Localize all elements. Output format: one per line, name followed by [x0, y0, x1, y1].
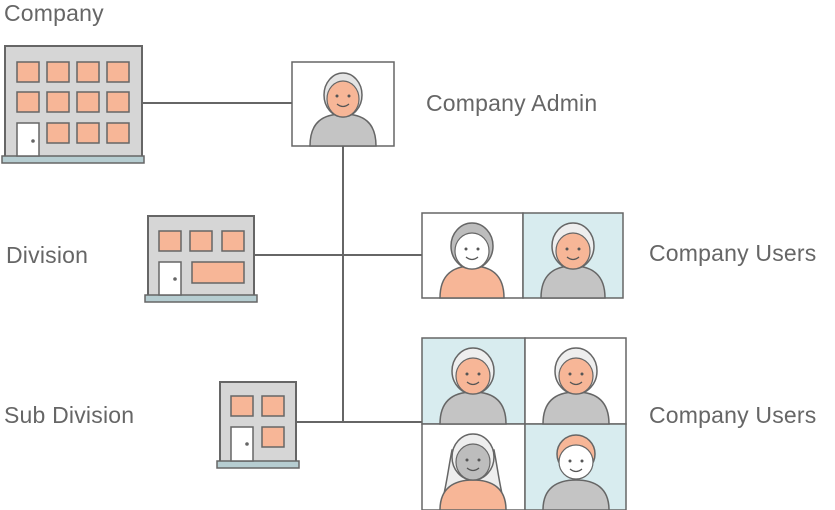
sub-division-label: Sub Division — [4, 402, 135, 428]
sub-division-building-icon — [216, 381, 300, 469]
company-label: Company — [4, 0, 104, 26]
user-avatar-3 — [439, 347, 507, 425]
sub-division-users-avatars — [421, 337, 627, 510]
company-admin-label: Company Admin — [426, 90, 598, 116]
company-building-icon — [1, 45, 145, 164]
user-avatar-5 — [439, 433, 507, 510]
division-users-label: Company Users — [649, 240, 817, 266]
user-avatar-6 — [542, 434, 610, 510]
division-label: Division — [6, 242, 89, 268]
division-building-icon — [144, 215, 258, 303]
user-avatar-2 — [540, 222, 606, 299]
sub-division-users-label: Company Users — [649, 402, 817, 428]
connectors — [142, 102, 422, 423]
company-admin-avatar — [291, 61, 395, 147]
user-avatar-4 — [542, 347, 610, 425]
user-avatar-1 — [439, 222, 505, 299]
division-users-avatars — [421, 212, 624, 299]
